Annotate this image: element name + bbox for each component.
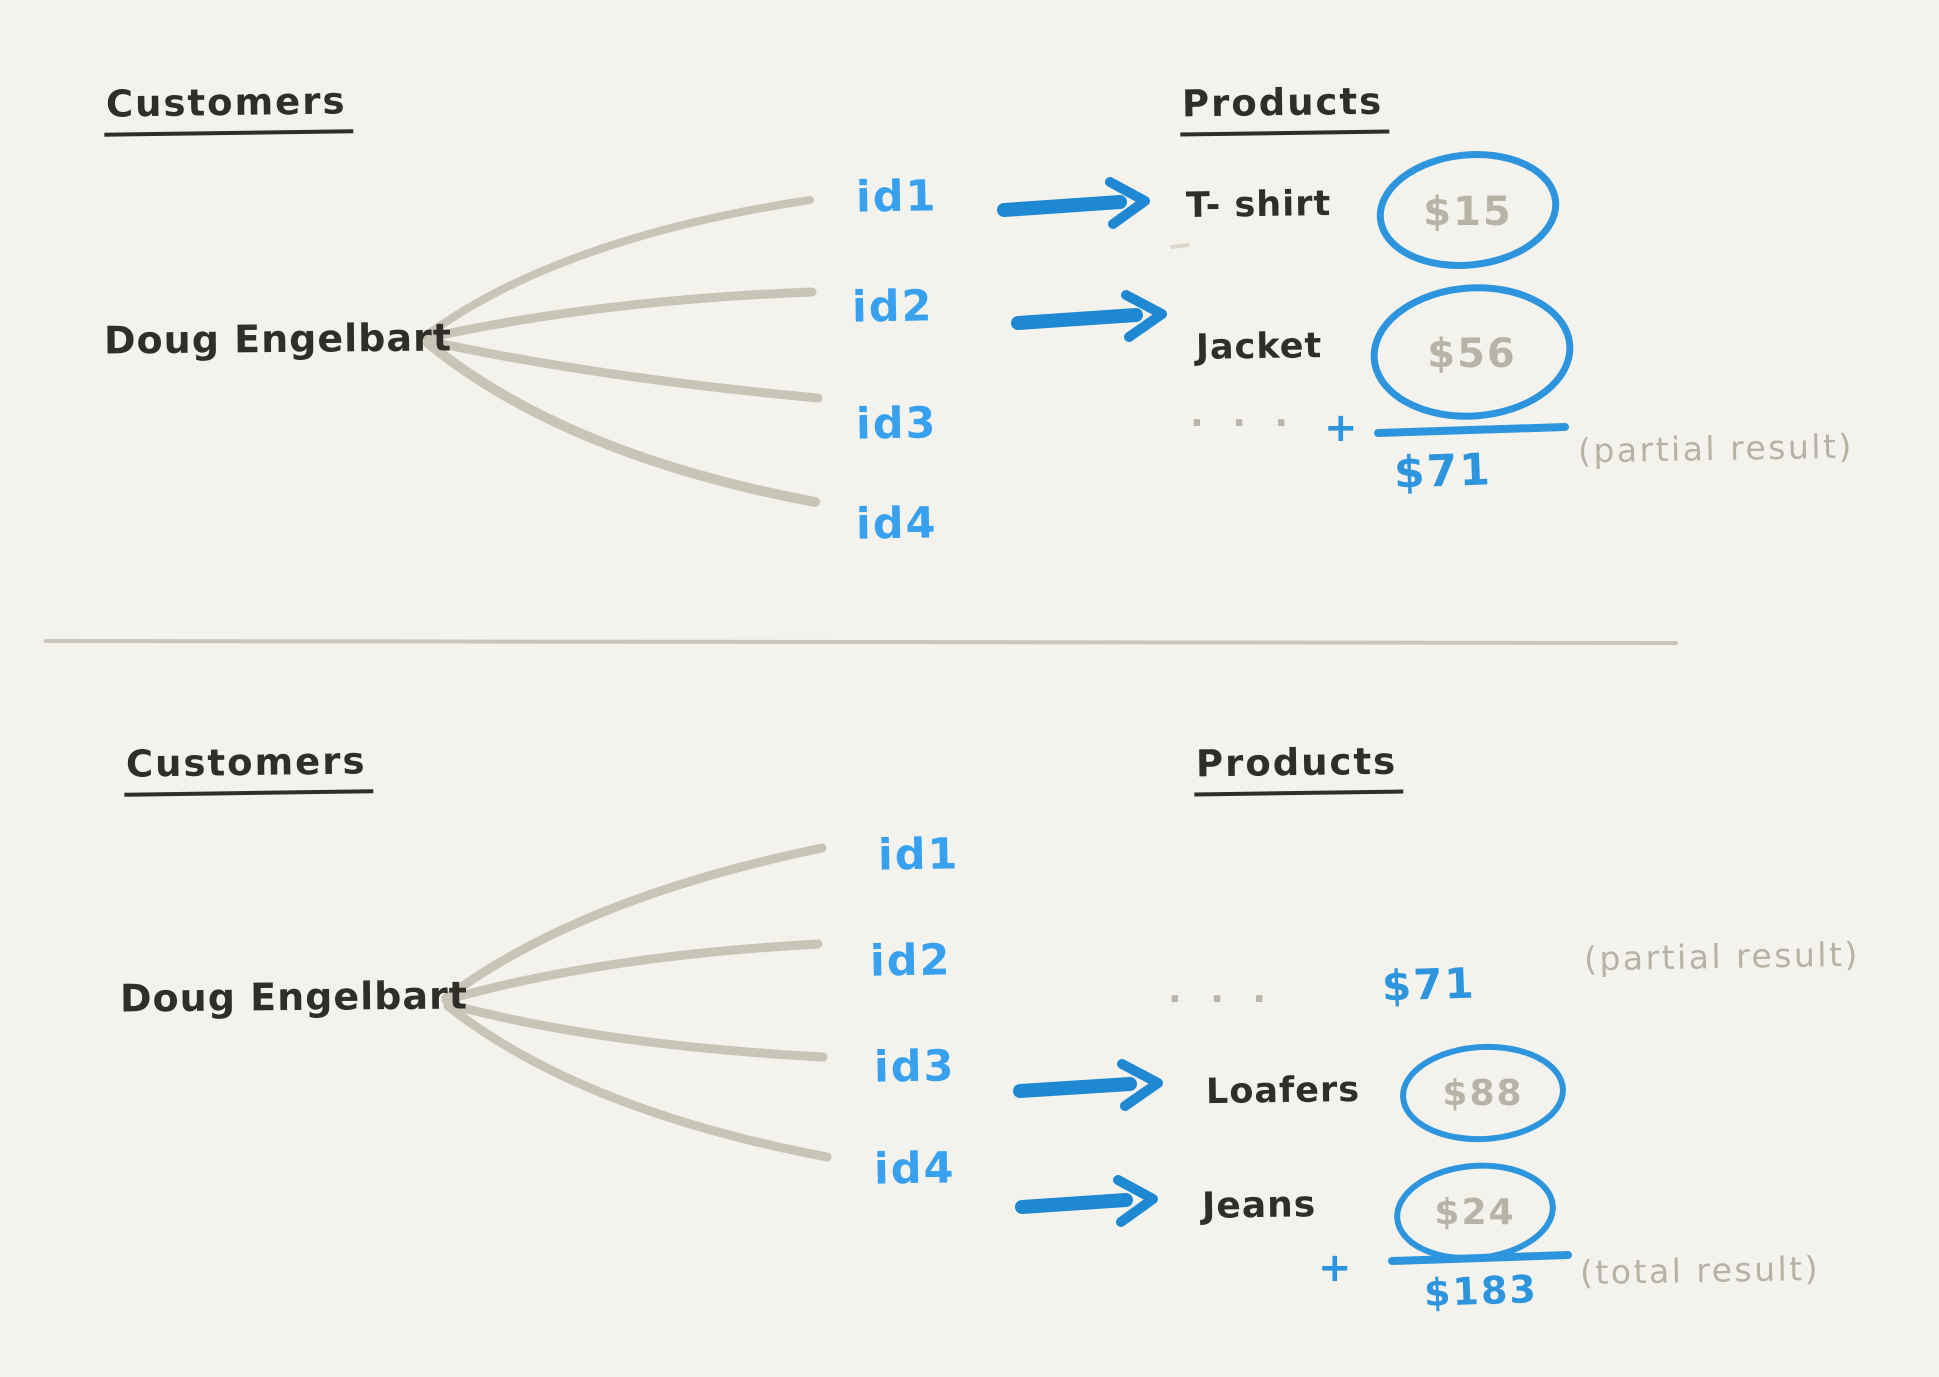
top-partial-label: (partial result) [1577,426,1855,471]
top-customers-heading: Customers [103,79,353,137]
arrow-id1-tshirt-head [1105,177,1150,229]
fan-line-top-id2 [422,287,817,343]
arrow-id3-loafers [1013,1077,1137,1098]
bottom-total-sum: $183 [1423,1267,1539,1315]
top-partial-sum: $71 [1393,444,1493,499]
bottom-id4-label: id4 [873,1143,956,1195]
smudge-mark [1170,243,1190,249]
price-circle-tshirt [1376,151,1560,269]
top-products-heading: Products [1179,80,1390,137]
top-product-jacket: Jacket [1195,326,1323,368]
fan-line-top-id1 [423,196,814,339]
fan-line-top-id4 [423,338,820,507]
price-circle-loafers [1400,1043,1566,1143]
arrow-id4-jeans-head [1113,1175,1158,1227]
bottom-products-heading: Products [1193,740,1404,797]
fan-line-top-id3 [423,336,823,403]
price-circle-jacket [1370,284,1574,420]
top-customer-name: Doug Engelbart [103,315,453,363]
bottom-id1-label: id1 [877,829,960,881]
sum-line-bottom [1388,1251,1572,1265]
bottom-product-loafers: Loafers [1205,1069,1361,1113]
arrow-id1-tshirt [997,195,1127,217]
panel-divider [44,639,1678,645]
top-ellipsis: · · · [1190,403,1297,444]
top-price-tshirt: $15 [1423,189,1513,235]
top-id2-label: id2 [851,281,934,333]
top-product-tshirt: T- shirt [1185,183,1332,227]
arrow-id2-jacket-head [1121,290,1167,342]
bottom-partial-sum: $71 [1381,958,1477,1011]
fan-line-bottom-id4 [443,1001,832,1162]
fan-line-bottom-id2 [441,939,823,1005]
top-plus-sign: + [1324,405,1359,451]
bottom-product-jeans: Jeans [1201,1184,1317,1227]
arrow-id2-jacket [1011,308,1143,330]
bottom-id3-label: id3 [873,1041,956,1093]
bottom-price-jeans: $24 [1434,1192,1516,1233]
bottom-ellipsis: · · · [1168,979,1275,1020]
bottom-id2-label: id2 [869,935,952,987]
bottom-plus-sign: + [1318,1245,1353,1291]
bottom-customer-name: Doug Engelbart [119,973,469,1021]
fan-line-bottom-id3 [443,999,828,1062]
fan-line-bottom-id1 [441,843,827,1003]
top-price-jacket: $56 [1427,331,1517,377]
bottom-total-label: (total result) [1579,1248,1821,1293]
sum-line-top [1374,423,1569,437]
arrow-id3-loafers-head [1117,1059,1163,1111]
top-id3-label: id3 [855,398,938,450]
top-id1-label: id1 [855,171,938,223]
arrow-id4-jeans [1015,1193,1133,1214]
top-id4-label: id4 [855,498,938,550]
bottom-customers-heading: Customers [123,739,373,797]
bottom-price-loafers: $88 [1442,1073,1524,1114]
bottom-partial-label: (partial result) [1583,934,1861,979]
